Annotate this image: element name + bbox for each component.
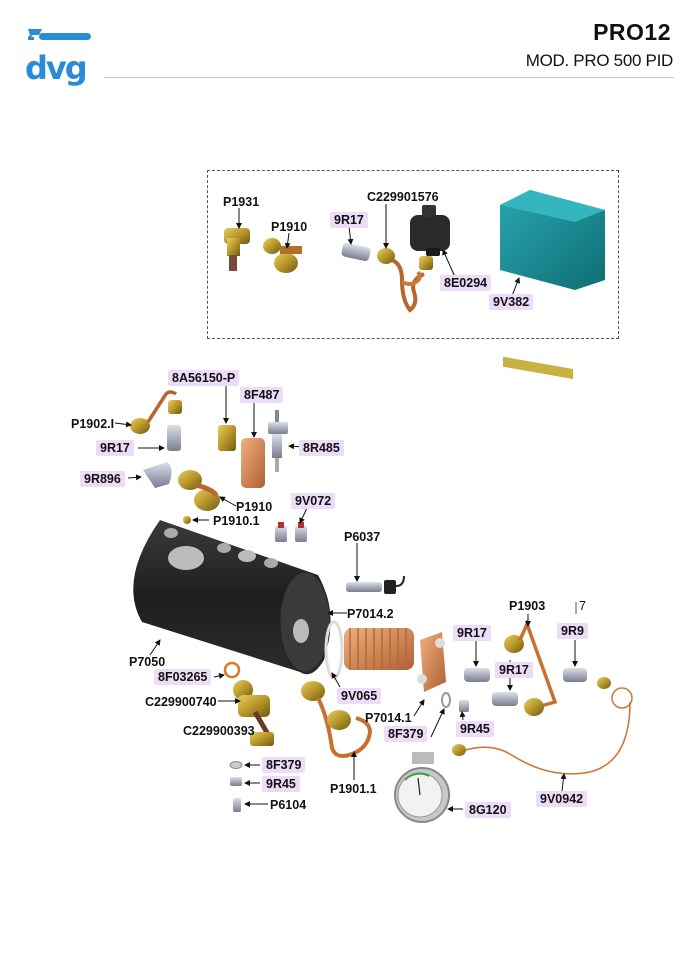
part-p6104-pin <box>233 798 241 812</box>
part-9v072-thermostats <box>275 522 307 542</box>
part-9r17-inset-nipple <box>341 242 371 262</box>
label-p1902i: P1902.I <box>71 417 115 431</box>
label-9v0942: 9V0942 <box>536 791 588 807</box>
label-p1931: P1931 <box>223 195 260 209</box>
part-p1903-pipe <box>504 619 558 716</box>
label-9r17: 9R17 <box>453 625 491 641</box>
label-9v065: 9V065 <box>337 688 382 704</box>
part-8g120-pressure-gauge <box>394 752 450 823</box>
part-8f379-flange-washer <box>441 692 451 708</box>
label-8g120: 8G120 <box>465 802 511 818</box>
label-9r17: 9R17 <box>96 440 134 456</box>
label-p6037: P6037 <box>344 530 381 544</box>
part-heating-element-coil <box>344 628 414 670</box>
label-p1910: P1910 <box>236 500 273 514</box>
part-p70141-flange <box>417 632 446 692</box>
part-p7050-boiler <box>133 520 331 675</box>
model-subtitle: MOD. PRO 500 PID <box>525 51 674 70</box>
label-p19101: P1910.1 <box>213 514 260 528</box>
part-8a56150p-valve <box>218 425 236 451</box>
part-9r9-adaptor <box>563 668 587 682</box>
label-7: 7 <box>579 599 586 613</box>
part-8f487-valve <box>241 438 265 488</box>
label-9r17: 9R17 <box>330 212 368 228</box>
part-c229900740-tee <box>233 680 270 717</box>
label-9v382: 9V382 <box>489 294 534 310</box>
label-9r45: 9R45 <box>456 721 494 737</box>
label-9r9: 9R9 <box>557 623 588 639</box>
part-8r485-probe <box>268 410 288 472</box>
part-9r45-nut <box>230 777 242 786</box>
part-p1910-main-fitting <box>178 470 220 511</box>
part-9r17-nipples <box>464 668 518 706</box>
label-p70141: P7014.1 <box>365 711 412 725</box>
part-9v382-pressure-switch <box>500 190 605 380</box>
label-9v072: 9V072 <box>291 493 336 509</box>
label-p6104: P6104 <box>270 798 307 812</box>
part-p19101-plug <box>183 516 191 524</box>
label-8r485: 8R485 <box>299 440 344 456</box>
inset-group-frame <box>207 170 619 339</box>
part-9r17-main-nipple <box>167 425 181 451</box>
label-c229901576: C229901576 <box>367 190 439 204</box>
part-p19011-pipe <box>301 681 373 758</box>
label-8f379: 8F379 <box>262 757 306 773</box>
label-p1903: P1903 <box>509 599 546 613</box>
label-p7050: P7050 <box>129 655 166 669</box>
label-p1910: P1910 <box>271 220 308 234</box>
label-8a56150p: 8A56150-P <box>168 370 240 386</box>
espresso-portafilter-icon: dvg <box>25 29 91 87</box>
label-8f487: 8F487 <box>240 387 284 403</box>
part-8e0294-solenoid <box>410 205 450 256</box>
part-9r45-flange-nut <box>459 700 469 712</box>
brand-logo: dvg <box>24 27 96 87</box>
part-p1902i-pipe <box>130 390 182 434</box>
part-p1910-fitting <box>263 238 302 273</box>
label-8f379: 8F379 <box>384 726 428 742</box>
part-9r896-elbow <box>143 462 172 488</box>
part-p6037-sensor <box>346 575 405 594</box>
label-9r45: 9R45 <box>262 776 300 792</box>
part-c229901576-pigtail <box>377 248 433 313</box>
header-divider <box>104 77 674 78</box>
part-8f03265-gasket <box>223 661 241 679</box>
part-c229900393-elbow <box>250 710 274 746</box>
label-9r17: 9R17 <box>495 662 533 678</box>
brand-name: dvg <box>25 49 86 87</box>
label-8f03265: 8F03265 <box>154 669 212 685</box>
label-p70142: P7014.2 <box>347 607 394 621</box>
part-9v065-oring <box>324 620 344 680</box>
part-9v0942-capillary <box>452 677 633 775</box>
label-c229900740: C229900740 <box>145 695 217 709</box>
label-c229900393: C229900393 <box>183 724 255 738</box>
part-8f379-washer <box>229 761 243 769</box>
label-9r896: 9R896 <box>80 471 125 487</box>
part-p1931-elbow <box>224 228 250 271</box>
label-p19011: P1901.1 <box>330 782 377 796</box>
page-title: PRO12 <box>593 19 671 45</box>
label-8e0294: 8E0294 <box>440 275 492 291</box>
